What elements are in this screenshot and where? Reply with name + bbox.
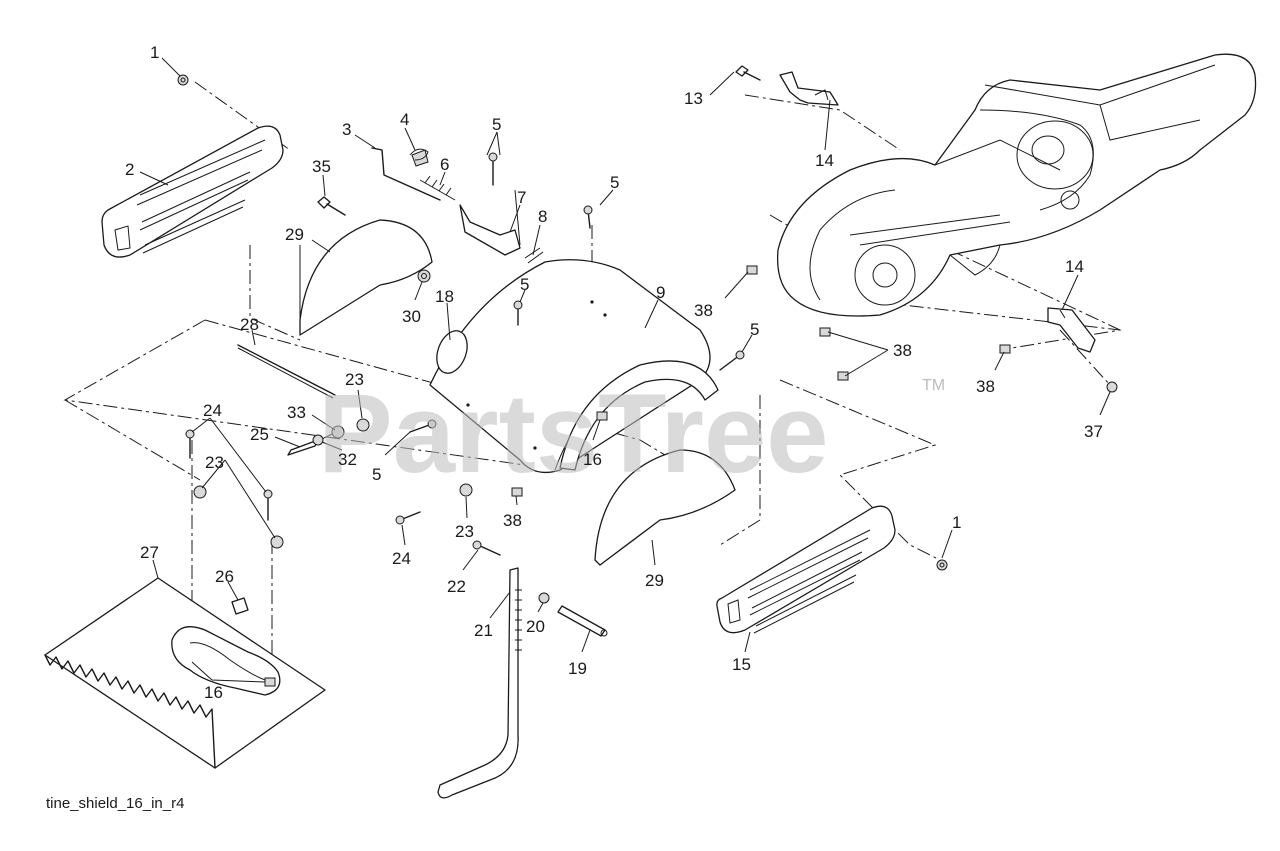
callout-label: 38: [694, 301, 713, 320]
callout-label: 21: [474, 621, 493, 640]
callout-label: 9: [656, 283, 665, 302]
callout-label: 1: [952, 513, 961, 532]
main-tine-shield: [429, 259, 719, 474]
callout-label: 2: [125, 160, 134, 179]
bracket-14-lower: [1047, 307, 1096, 353]
callout-label: 20: [526, 617, 545, 636]
callout-label: 28: [240, 315, 259, 334]
callout-label: 3: [342, 120, 351, 139]
callout-label: 23: [205, 453, 224, 472]
side-plate-right: [716, 505, 896, 634]
pin-19: [557, 605, 608, 637]
callout-label: 37: [1084, 422, 1103, 441]
callout-label: 5: [492, 115, 501, 134]
bracket-14-upper: [779, 71, 839, 106]
callout-labels: 1 2 3 4 5 6 7 8 5 35 29 30 18 5 9 13 14 …: [125, 43, 1103, 702]
hardware-items: [177, 65, 1118, 687]
rod-28: [237, 344, 336, 399]
callout-label: 5: [610, 173, 619, 192]
flap-lower-right: [594, 449, 736, 566]
callout-label: 24: [203, 401, 222, 420]
callout-label: 35: [312, 157, 331, 176]
callout-label: 5: [750, 320, 759, 339]
callout-label: 38: [893, 341, 912, 360]
callout-label: 15: [732, 655, 751, 674]
callout-label: 18: [435, 287, 454, 306]
block-26: [231, 597, 249, 615]
callout-label: 19: [568, 659, 587, 678]
callout-label: 24: [392, 549, 411, 568]
callout-label: 6: [440, 155, 449, 174]
callout-label: 27: [140, 543, 159, 562]
callout-label: 30: [402, 307, 421, 326]
watermark-text: PartsTree: [318, 371, 829, 496]
callout-label: 5: [520, 275, 529, 294]
latch-assembly: [371, 147, 544, 264]
depth-bar: [437, 567, 522, 799]
callout-label: 14: [1065, 257, 1084, 276]
callout-label: 7: [517, 188, 526, 207]
transmission-housing: [776, 53, 1257, 317]
callout-label: 29: [285, 225, 304, 244]
callout-label: 16: [583, 450, 602, 469]
callout-label: 8: [538, 207, 547, 226]
callout-label: 26: [215, 567, 234, 586]
callout-label: 38: [976, 377, 995, 396]
callout-label: 1: [150, 43, 159, 62]
callout-label: 33: [287, 403, 306, 422]
callout-label: 16: [204, 683, 223, 702]
callout-label: 5: [372, 465, 381, 484]
callout-label: 32: [338, 450, 357, 469]
callout-label: 38: [503, 511, 522, 530]
callout-label: 22: [447, 577, 466, 596]
callout-label: 14: [815, 151, 834, 170]
diagram-caption: tine_shield_16_in_r4: [46, 795, 184, 812]
callout-label: 23: [345, 370, 364, 389]
callout-label: 25: [250, 425, 269, 444]
watermark-trademark: TM: [922, 377, 945, 394]
callout-label: 4: [400, 110, 409, 129]
callout-label: 23: [455, 522, 474, 541]
leader-lines: [139, 57, 1111, 683]
callout-label: 29: [645, 571, 664, 590]
tine-flap-plate: [44, 577, 326, 769]
side-plate-left: [101, 125, 284, 258]
watermark: PartsTree TM: [318, 371, 945, 496]
callout-label: 13: [684, 89, 703, 108]
flap-upper-left: [299, 219, 433, 336]
